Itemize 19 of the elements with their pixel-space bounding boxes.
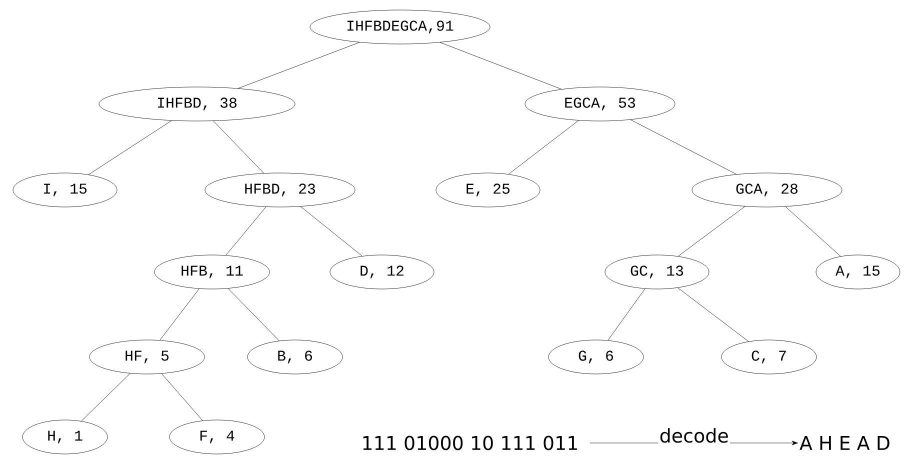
tree-branch-line [785, 206, 841, 257]
tree-branch-line [81, 373, 130, 422]
tree-branch-line [213, 120, 264, 174]
tree-branch-line [88, 120, 172, 175]
tree-branch-line [228, 288, 280, 341]
edge-label: decode [660, 428, 728, 443]
tree-branch-line [608, 288, 646, 341]
tree-branch-line [440, 42, 562, 90]
tree-branch-line [300, 206, 362, 256]
code-text: 111 01000 10 111 011 [363, 436, 577, 450]
tree-branch-line [630, 120, 737, 174]
tree-branch-line [678, 206, 746, 256]
tree-branch-line [160, 288, 200, 340]
code-text: A H E A D [800, 436, 890, 450]
tree-branch-line [161, 373, 203, 421]
tree-branch-line [508, 120, 579, 174]
tree-branch-line [678, 288, 749, 342]
tree-branch-line [238, 42, 360, 89]
tree-branch-line [226, 206, 266, 256]
